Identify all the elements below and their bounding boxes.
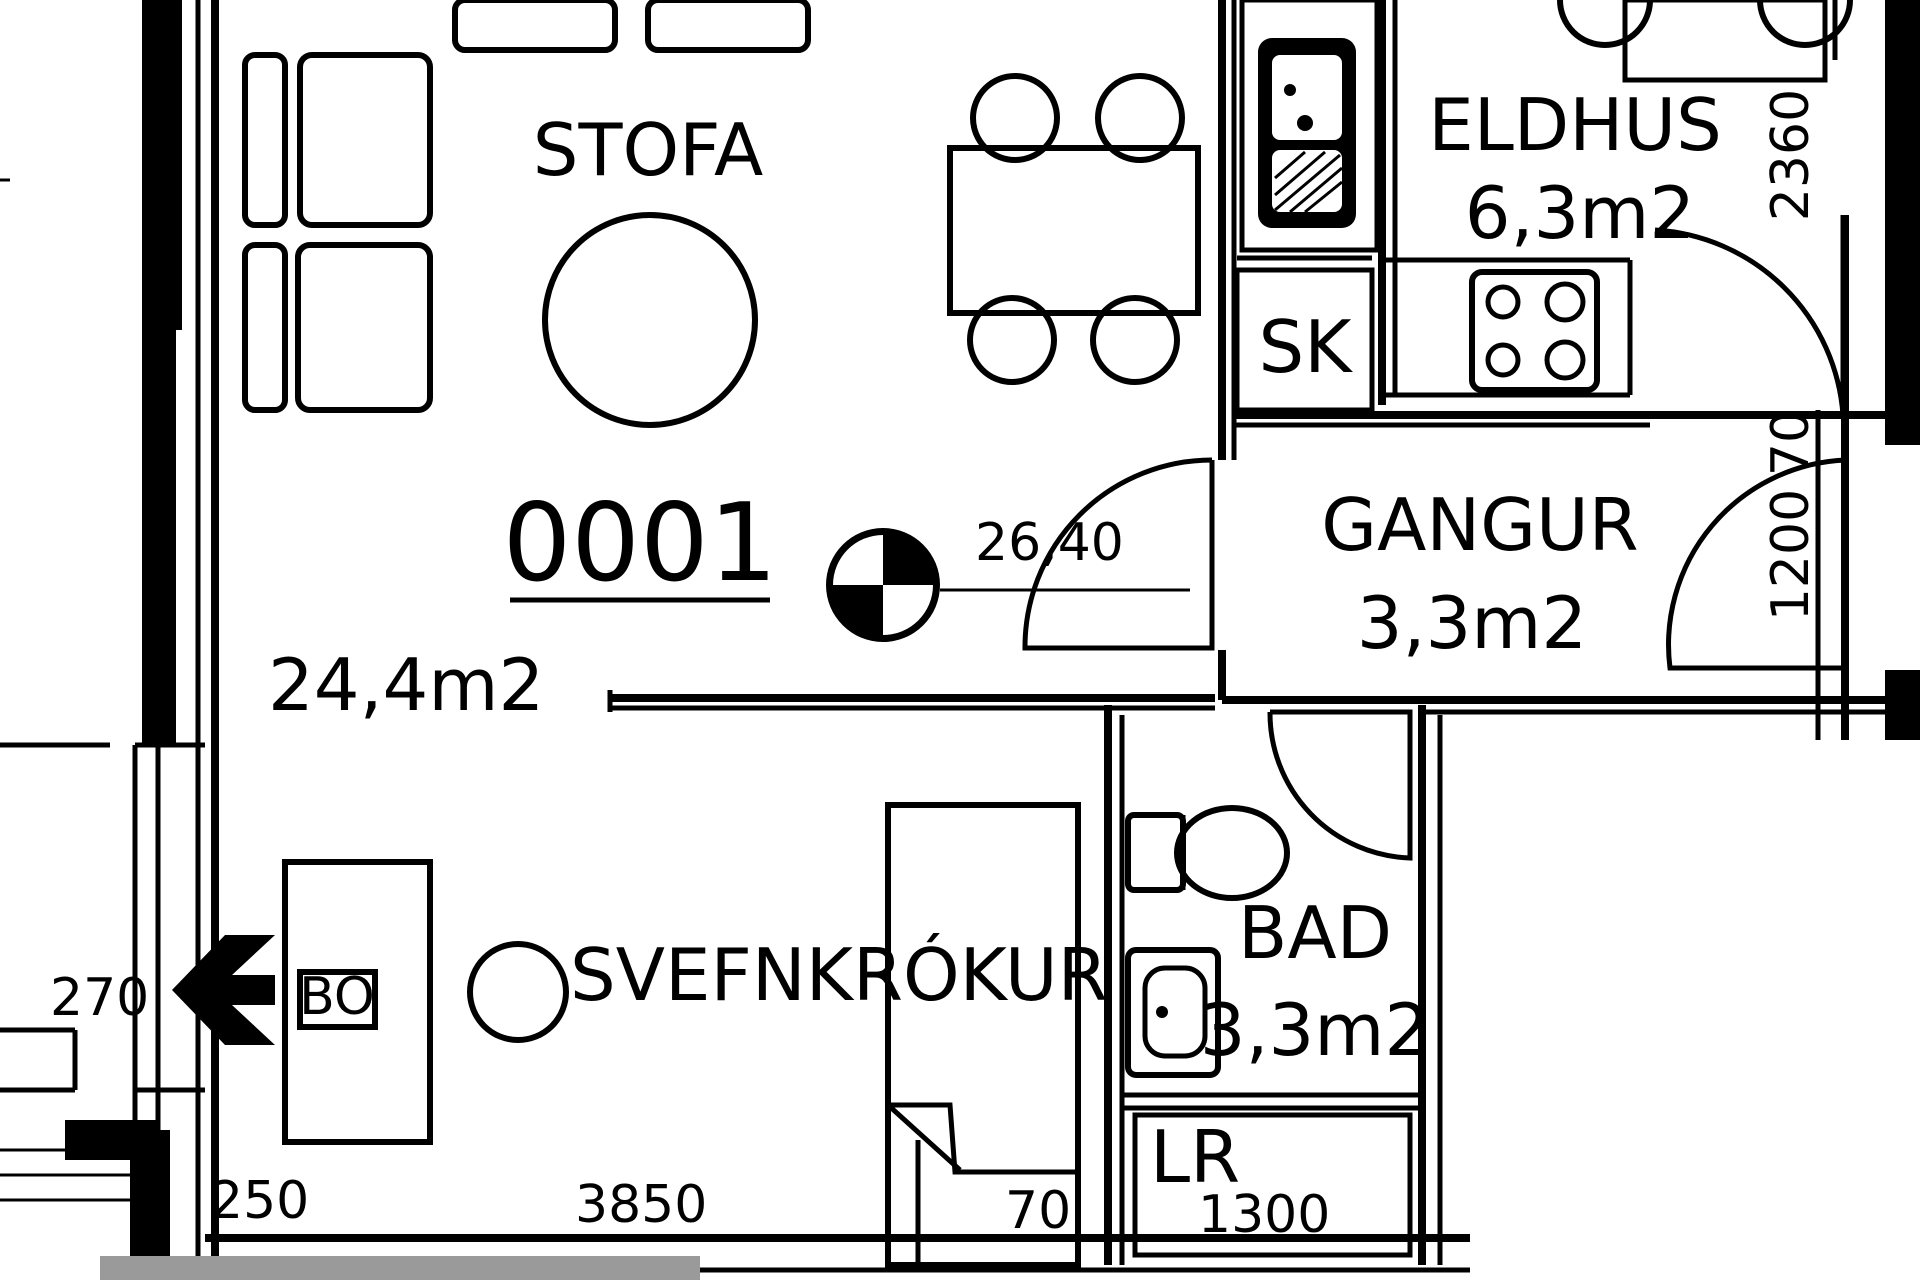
- kitchen-table: [1622, 0, 1828, 83]
- dining-chair: [1095, 73, 1185, 163]
- dim-1200: 1200: [1761, 489, 1821, 621]
- kitchen-chair: [1557, 0, 1653, 48]
- dim-1300: 1300: [1198, 1185, 1330, 1245]
- exterior-wall-left: [142, 0, 176, 745]
- bo-box: [297, 969, 378, 1030]
- room-area-gangur: 3,3m2: [1357, 581, 1587, 665]
- room-name-gangur: GANGUR: [1321, 483, 1638, 567]
- dim-3850: 3850: [575, 1175, 707, 1235]
- dim-2360: 2360: [1761, 89, 1821, 221]
- bed: [885, 802, 1081, 1268]
- room-area-stofa: 24,4m2: [268, 643, 544, 727]
- dining-table: [947, 145, 1201, 316]
- laundry-box: [1132, 1112, 1413, 1258]
- room-name-bad: BAD: [1238, 891, 1392, 975]
- closet-sk: [1234, 267, 1375, 413]
- dining-chair: [1090, 295, 1180, 385]
- room-name-stofa: STOFA: [533, 108, 763, 192]
- room-area-bad: 3,3m2: [1200, 988, 1430, 1072]
- elevation-label: 26,40: [975, 513, 1124, 573]
- wardrobe: [282, 859, 433, 1145]
- dining-chair: [970, 73, 1060, 163]
- nightstand: [467, 941, 569, 1043]
- armchair-right: [645, 0, 811, 53]
- sofa-arm-top: [242, 52, 288, 228]
- kitchen-stove: [1469, 269, 1600, 393]
- room-name-eldhus: ELDHUS: [1428, 83, 1722, 167]
- dim-70-bottom: 70: [1005, 1181, 1071, 1241]
- dining-chair: [967, 295, 1057, 385]
- dim-250: 250: [210, 1171, 309, 1231]
- room-area-eldhus: 6,3m2: [1465, 171, 1695, 255]
- bo-label: BO: [299, 967, 375, 1027]
- exterior-wall-hatch: [176, 0, 182, 330]
- closet-label: SK: [1259, 305, 1354, 389]
- sofa-seat-bottom: [295, 242, 433, 413]
- kitchen-chair: [1757, 0, 1853, 48]
- level-marker: [510, 528, 1190, 642]
- washbasin: [1125, 947, 1221, 1078]
- edge-shadow: [100, 1256, 700, 1280]
- door-kitchen: [1654, 215, 1846, 416]
- dim-270: 270: [50, 968, 149, 1028]
- door-stofa-hall: [1022, 457, 1215, 651]
- dim-70-right: 70: [1761, 410, 1821, 476]
- labels: STOFA 0001 24,4m2 26,40 ELDHUS 6,3m2 SK …: [50, 83, 1821, 1245]
- coffee-table: [542, 212, 758, 428]
- door-bathroom: [1267, 709, 1413, 861]
- doors: [1022, 215, 1848, 861]
- sofa-arm-bottom: [242, 242, 288, 413]
- unit-number: 0001: [503, 481, 778, 606]
- laundry-label: LR: [1150, 1115, 1240, 1199]
- furniture: [172, 0, 1853, 1268]
- room-name-svefnkrokur: SVEFNKRÓKUR: [570, 933, 1108, 1017]
- armchair-left: [452, 0, 618, 53]
- door-hall-entrance: [1666, 457, 1848, 671]
- kitchen-counter: [1239, 0, 1380, 253]
- entrance-arrow-icon: [172, 935, 275, 1045]
- toilet-bowl: [1174, 805, 1290, 901]
- sofa-seat-top: [297, 52, 433, 228]
